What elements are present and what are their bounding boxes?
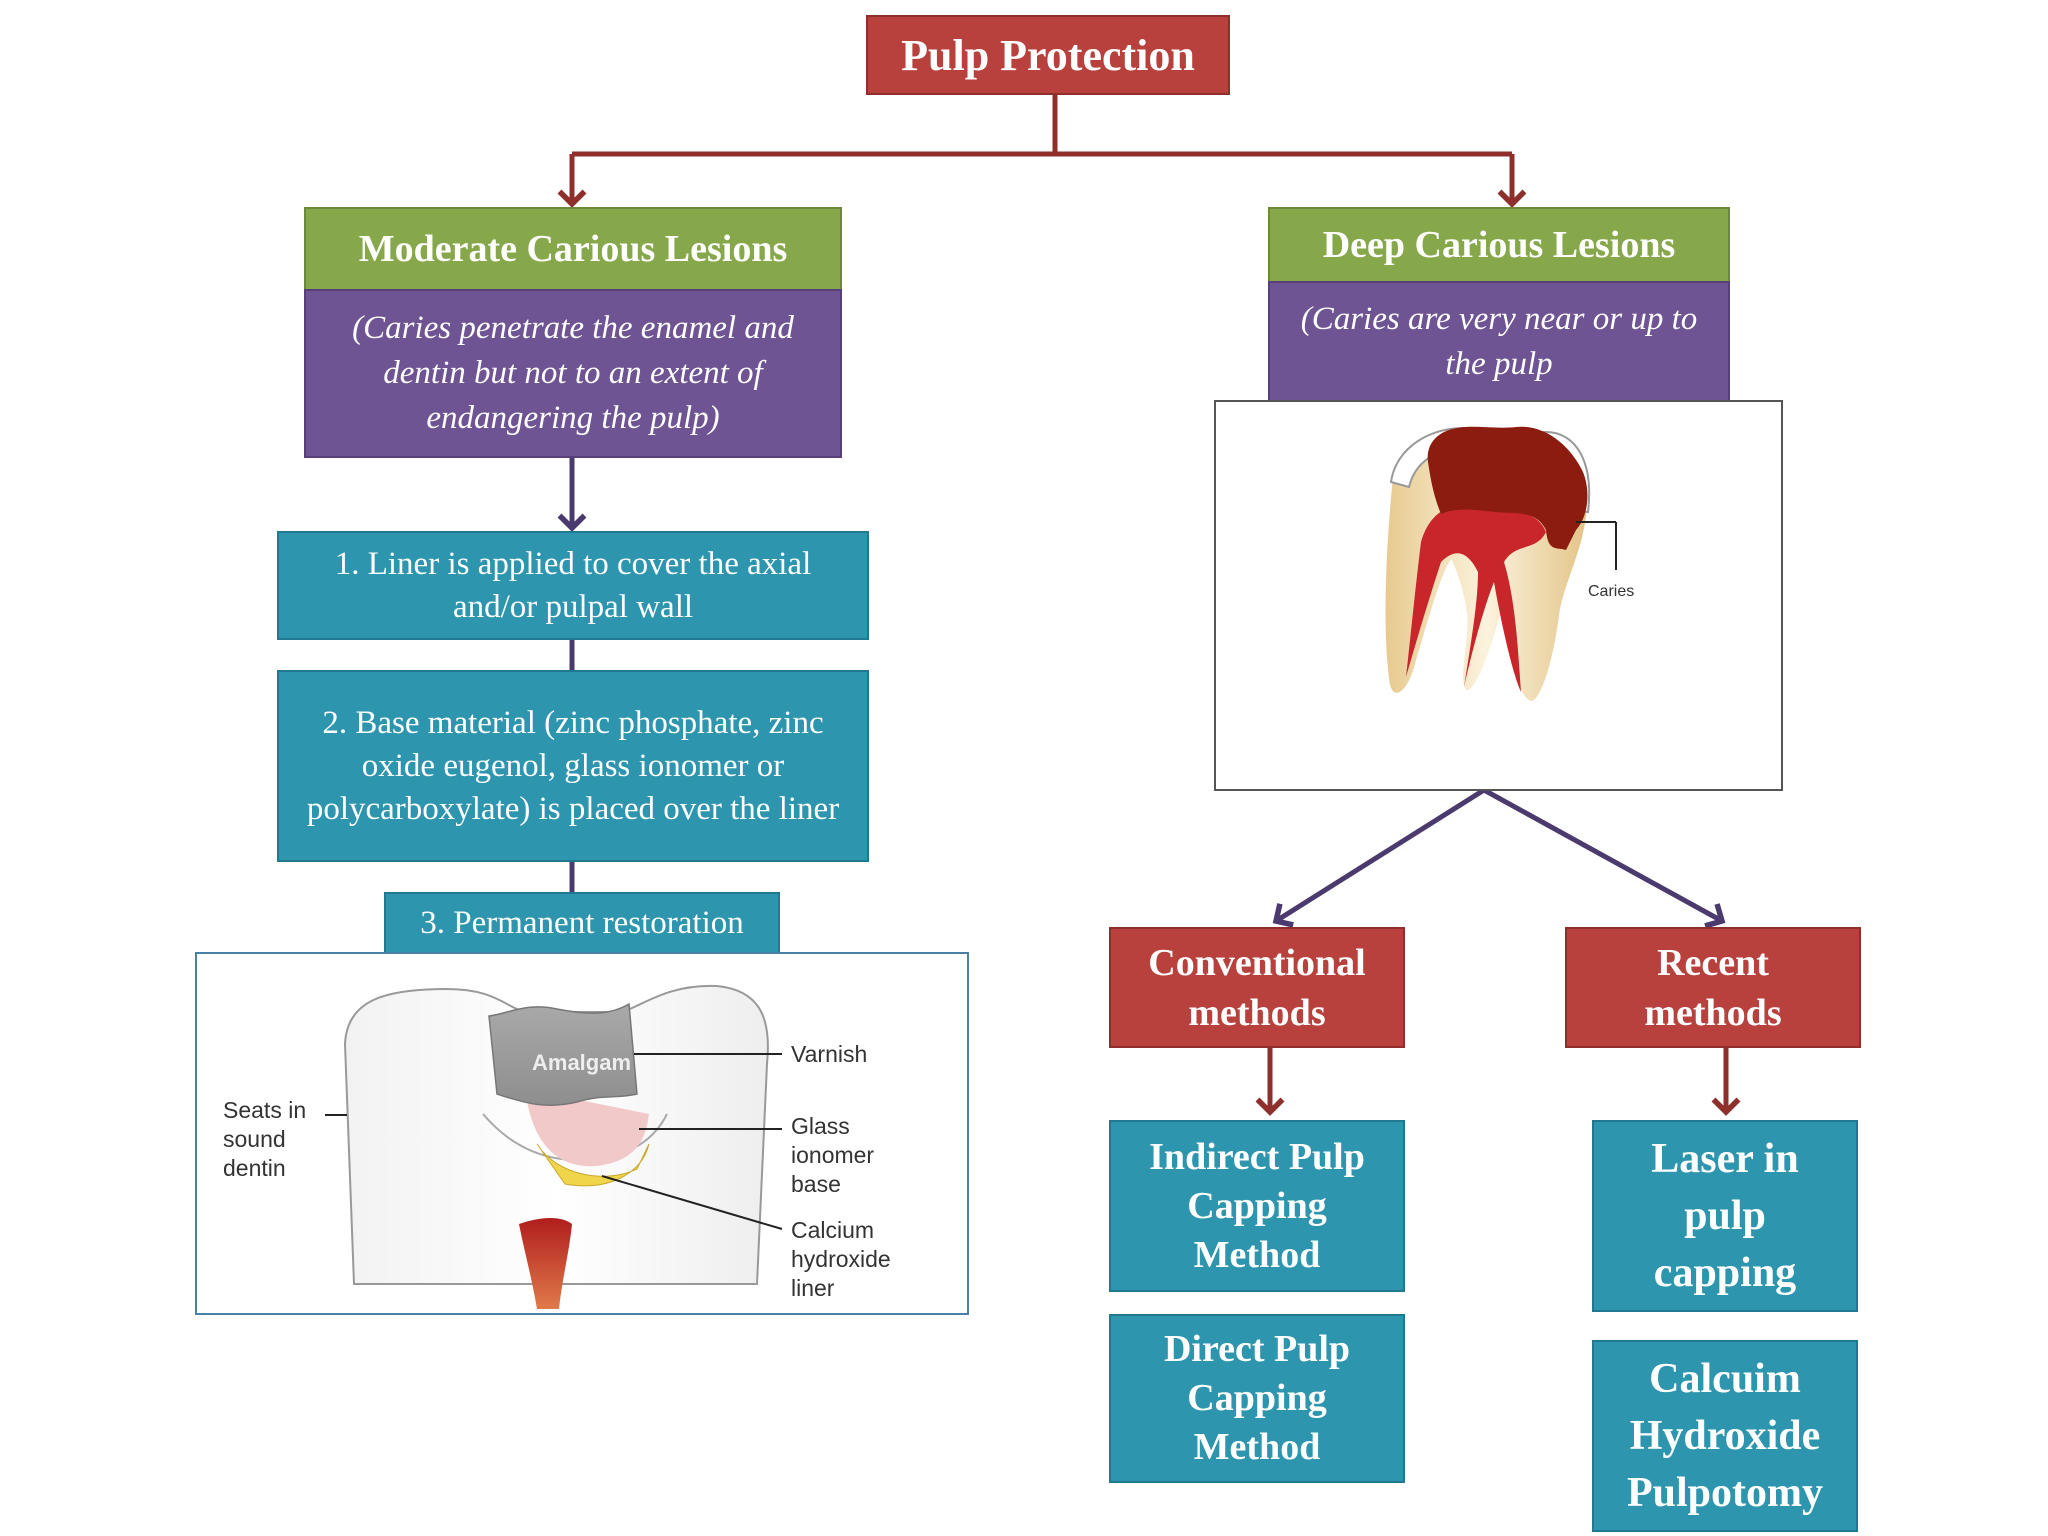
direct-pulp-capping-text: Direct Pulp Capping Method — [1163, 1328, 1351, 1468]
step-3-text: 3. Permanent restoration — [420, 905, 744, 941]
caries-tooth-illustration: Caries — [1382, 426, 1634, 704]
moderate-heading-box: Moderate Carious Lesions — [304, 207, 842, 291]
deep-heading-box: Deep Carious Lesions — [1268, 207, 1730, 283]
indirect-pulp-capping-box: Indirect Pulp Capping Method — [1109, 1120, 1405, 1292]
step-2-box: 2. Base material (zinc phosphate, zinc o… — [277, 670, 869, 862]
moderate-description: (Caries penetrate the enamel and dentin … — [352, 310, 794, 436]
caries-figure: Caries — [1214, 400, 1783, 791]
restoration-figure: Amalgam Seats in sound dentin Varnish Gl… — [195, 952, 969, 1315]
title-box: Pulp Protection — [866, 15, 1230, 95]
direct-pulp-capping-box: Direct Pulp Capping Method — [1109, 1314, 1405, 1483]
conventional-heading-box: Conventional methods — [1109, 927, 1405, 1048]
deep-description-box: (Caries are very near or up to the pulp — [1268, 281, 1730, 402]
laser-pulp-capping-text: Laser in pulp capping — [1651, 1135, 1799, 1296]
varnish-label: Varnish — [791, 1041, 868, 1067]
step-1-text: 1. Liner is applied to cover the axial a… — [334, 545, 812, 625]
step-2-text: 2. Base material (zinc phosphate, zinc o… — [306, 704, 840, 827]
conventional-heading: Conventional methods — [1148, 941, 1366, 1034]
calcium-hydroxide-pulpotomy-text: Calcuim Hydroxide Pulpotomy — [1626, 1355, 1823, 1516]
seats-label: Seats in sound dentin — [223, 1097, 307, 1181]
step-1-box: 1. Liner is applied to cover the axial a… — [277, 531, 869, 640]
connector-deep-to-conventional — [1272, 787, 1486, 928]
caries-label: Caries — [1588, 583, 1634, 600]
glass-ionomer-label: Glass ionomer base — [791, 1113, 875, 1197]
deep-description: (Caries are very near or up to the pulp — [1300, 300, 1698, 382]
deep-heading: Deep Carious Lesions — [1322, 224, 1676, 266]
calcium-hydroxide-pulpotomy-box: Calcuim Hydroxide Pulpotomy — [1592, 1340, 1858, 1532]
moderate-description-box: (Caries penetrate the enamel and dentin … — [304, 289, 842, 458]
moderate-heading: Moderate Carious Lesions — [358, 228, 788, 270]
laser-pulp-capping-box: Laser in pulp capping — [1592, 1120, 1858, 1312]
step-3-box: 3. Permanent restoration — [384, 892, 780, 955]
connector-title-stem — [572, 95, 1512, 157]
page-title: Pulp Protection — [901, 30, 1195, 80]
recent-heading: Recent methods — [1644, 941, 1782, 1034]
amalgam-label: Amalgam — [532, 1050, 631, 1075]
restoration-illustration: Amalgam — [325, 984, 783, 1309]
recent-heading-box: Recent methods — [1565, 927, 1861, 1048]
calcium-hydroxide-label: Calcium hydroxide liner — [791, 1217, 891, 1301]
indirect-pulp-capping-text: Indirect Pulp Capping Method — [1149, 1135, 1365, 1276]
connector-deep-to-recent — [1482, 787, 1726, 929]
